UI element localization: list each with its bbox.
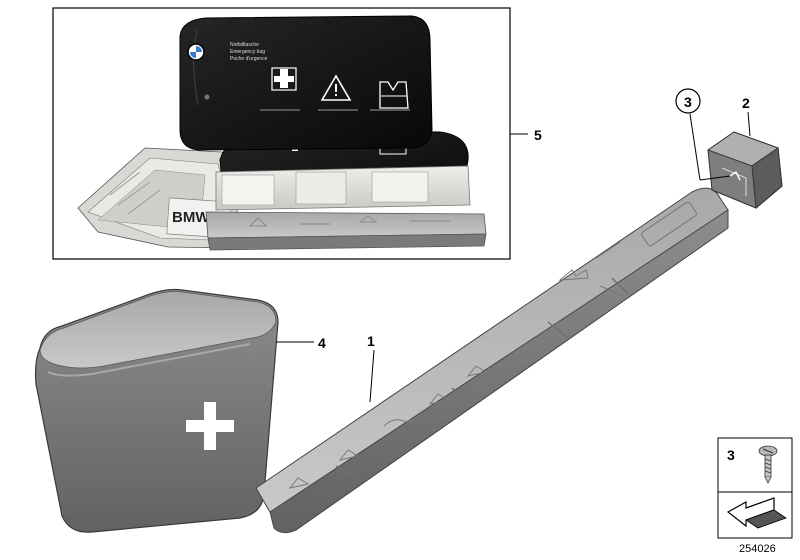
holder-bracket [706, 131, 783, 209]
bag-label-line-1: Notfalltasche [230, 42, 259, 48]
leader-3 [689, 113, 731, 181]
warning-triangle-case [255, 187, 729, 534]
leader-2 [747, 111, 751, 137]
callout-3-circle [675, 88, 701, 114]
first-aid-cross-icon [186, 402, 234, 450]
arrow-clip-icon [726, 497, 787, 529]
leader-1 [369, 349, 375, 403]
bmw-logo-icon [187, 43, 205, 61]
bag-label-line-3: Poche d'urgence [230, 56, 268, 62]
closed-emergency-bag: Notfalltasche Emergency bag Poche d'urge… [179, 15, 433, 151]
callout-4: 4 [318, 335, 326, 351]
warning-triangle-icon [320, 74, 352, 101]
bag-label-line-2: Emergency bag [230, 49, 265, 55]
kit-brand-label: BMW [172, 209, 210, 226]
safety-vest-icon [379, 81, 409, 109]
first-aid-cross-icon [271, 67, 297, 91]
callout-5: 5 [534, 127, 542, 143]
screw-icon [758, 445, 778, 484]
zipper-pull-icon [204, 94, 210, 100]
callout-1: 1 [367, 333, 375, 349]
callout-2: 2 [742, 95, 750, 111]
callout-3: 3 [684, 94, 692, 110]
kit-triangle-case [205, 211, 487, 251]
first-aid-box [34, 288, 279, 533]
diagram-reference-number: 254026 [739, 543, 776, 555]
legend-screw-number: 3 [727, 447, 735, 463]
